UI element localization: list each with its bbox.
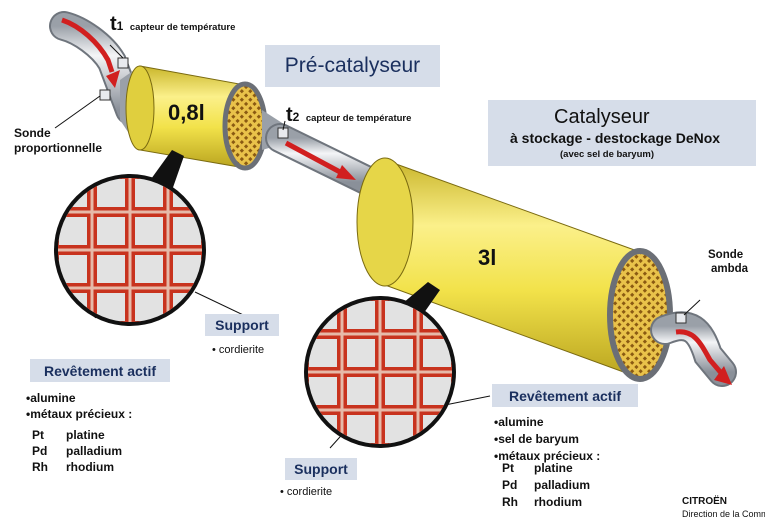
grid-wall	[261, 252, 271, 492]
right-coating-title: Revêtement actif	[492, 384, 638, 407]
lambda-sensor-front	[99, 89, 111, 101]
left-support-item-text: cordierite	[218, 344, 265, 356]
lambda-sensor-rear	[675, 312, 687, 324]
t2-symbol: t	[286, 104, 293, 126]
brand-name: CITROËN	[682, 496, 727, 507]
brand-department: Direction de la Comm	[682, 509, 765, 519]
lambda-sensor-label: Sonde ambda	[708, 248, 748, 276]
proportional-sensor-line2: proportionnelle	[14, 141, 102, 155]
left-support-title: Support	[205, 314, 279, 336]
middle-pipe	[265, 123, 385, 197]
right-coating-list: •alumine •sel de baryum •métaux précieux…	[494, 414, 600, 465]
lambda-sensor-line1: Sonde	[708, 249, 744, 261]
grid-wall	[223, 252, 233, 492]
right-coating-item: •alumine	[494, 415, 544, 429]
grid-wall	[260, 519, 500, 526]
main-catalyst	[356, 157, 673, 382]
pre-catalyst	[120, 65, 290, 171]
t1-description: capteur de température	[129, 22, 236, 33]
left-coating-title: Revêtement actif	[30, 359, 170, 382]
left-coating-item: •métaux précieux :	[26, 407, 133, 421]
outlet-pipe	[650, 311, 737, 387]
left-coating-item: •alumine	[26, 391, 76, 405]
lambda-sensor-line2: ambda	[711, 263, 749, 275]
proportional-sensor-label: Sonde proportionnelle	[14, 126, 102, 156]
left-support-item: • cordierite	[212, 344, 265, 356]
t1-sensor	[117, 57, 129, 69]
pre-catalyst-volume: 0,8l	[168, 100, 205, 125]
catalyst-note: (avec sel de baryum)	[560, 149, 654, 160]
right-support-item-text: cordierite	[286, 486, 333, 498]
inlet-flow-arrow	[61, 17, 115, 73]
proportional-sensor-line1: Sonde	[14, 126, 51, 140]
catalyst-subtitle: à stockage - destockage DeNox	[510, 130, 721, 146]
catalyst-volume: 3l	[478, 245, 497, 270]
catalyst-title: Catalyseur	[554, 106, 650, 128]
left-coating-list: •alumine •métaux précieux :	[26, 390, 132, 422]
right-coating-item: •sel de baryum	[494, 432, 579, 446]
right-support-item: • cordierite	[280, 486, 333, 498]
t2-index: 2	[292, 110, 300, 124]
t2-description: capteur de température	[305, 113, 412, 124]
right-zoom-lens	[223, 252, 500, 526]
right-coating-item: •métaux précieux :	[494, 449, 601, 463]
grid-wall	[11, 130, 21, 370]
t1-symbol: t	[110, 13, 117, 35]
right-support-title: Support	[285, 458, 357, 480]
t1-label: t1 capteur de température	[110, 13, 235, 36]
t2-label: t2 capteur de température	[286, 104, 411, 127]
catalyst-title-box: Catalyseur à stockage - destockage DeNox…	[488, 100, 756, 166]
t1-index: 1	[116, 19, 124, 33]
pre-catalyst-title: Pré-catalyseur	[265, 45, 440, 87]
left-zoom-lens	[11, 130, 206, 370]
